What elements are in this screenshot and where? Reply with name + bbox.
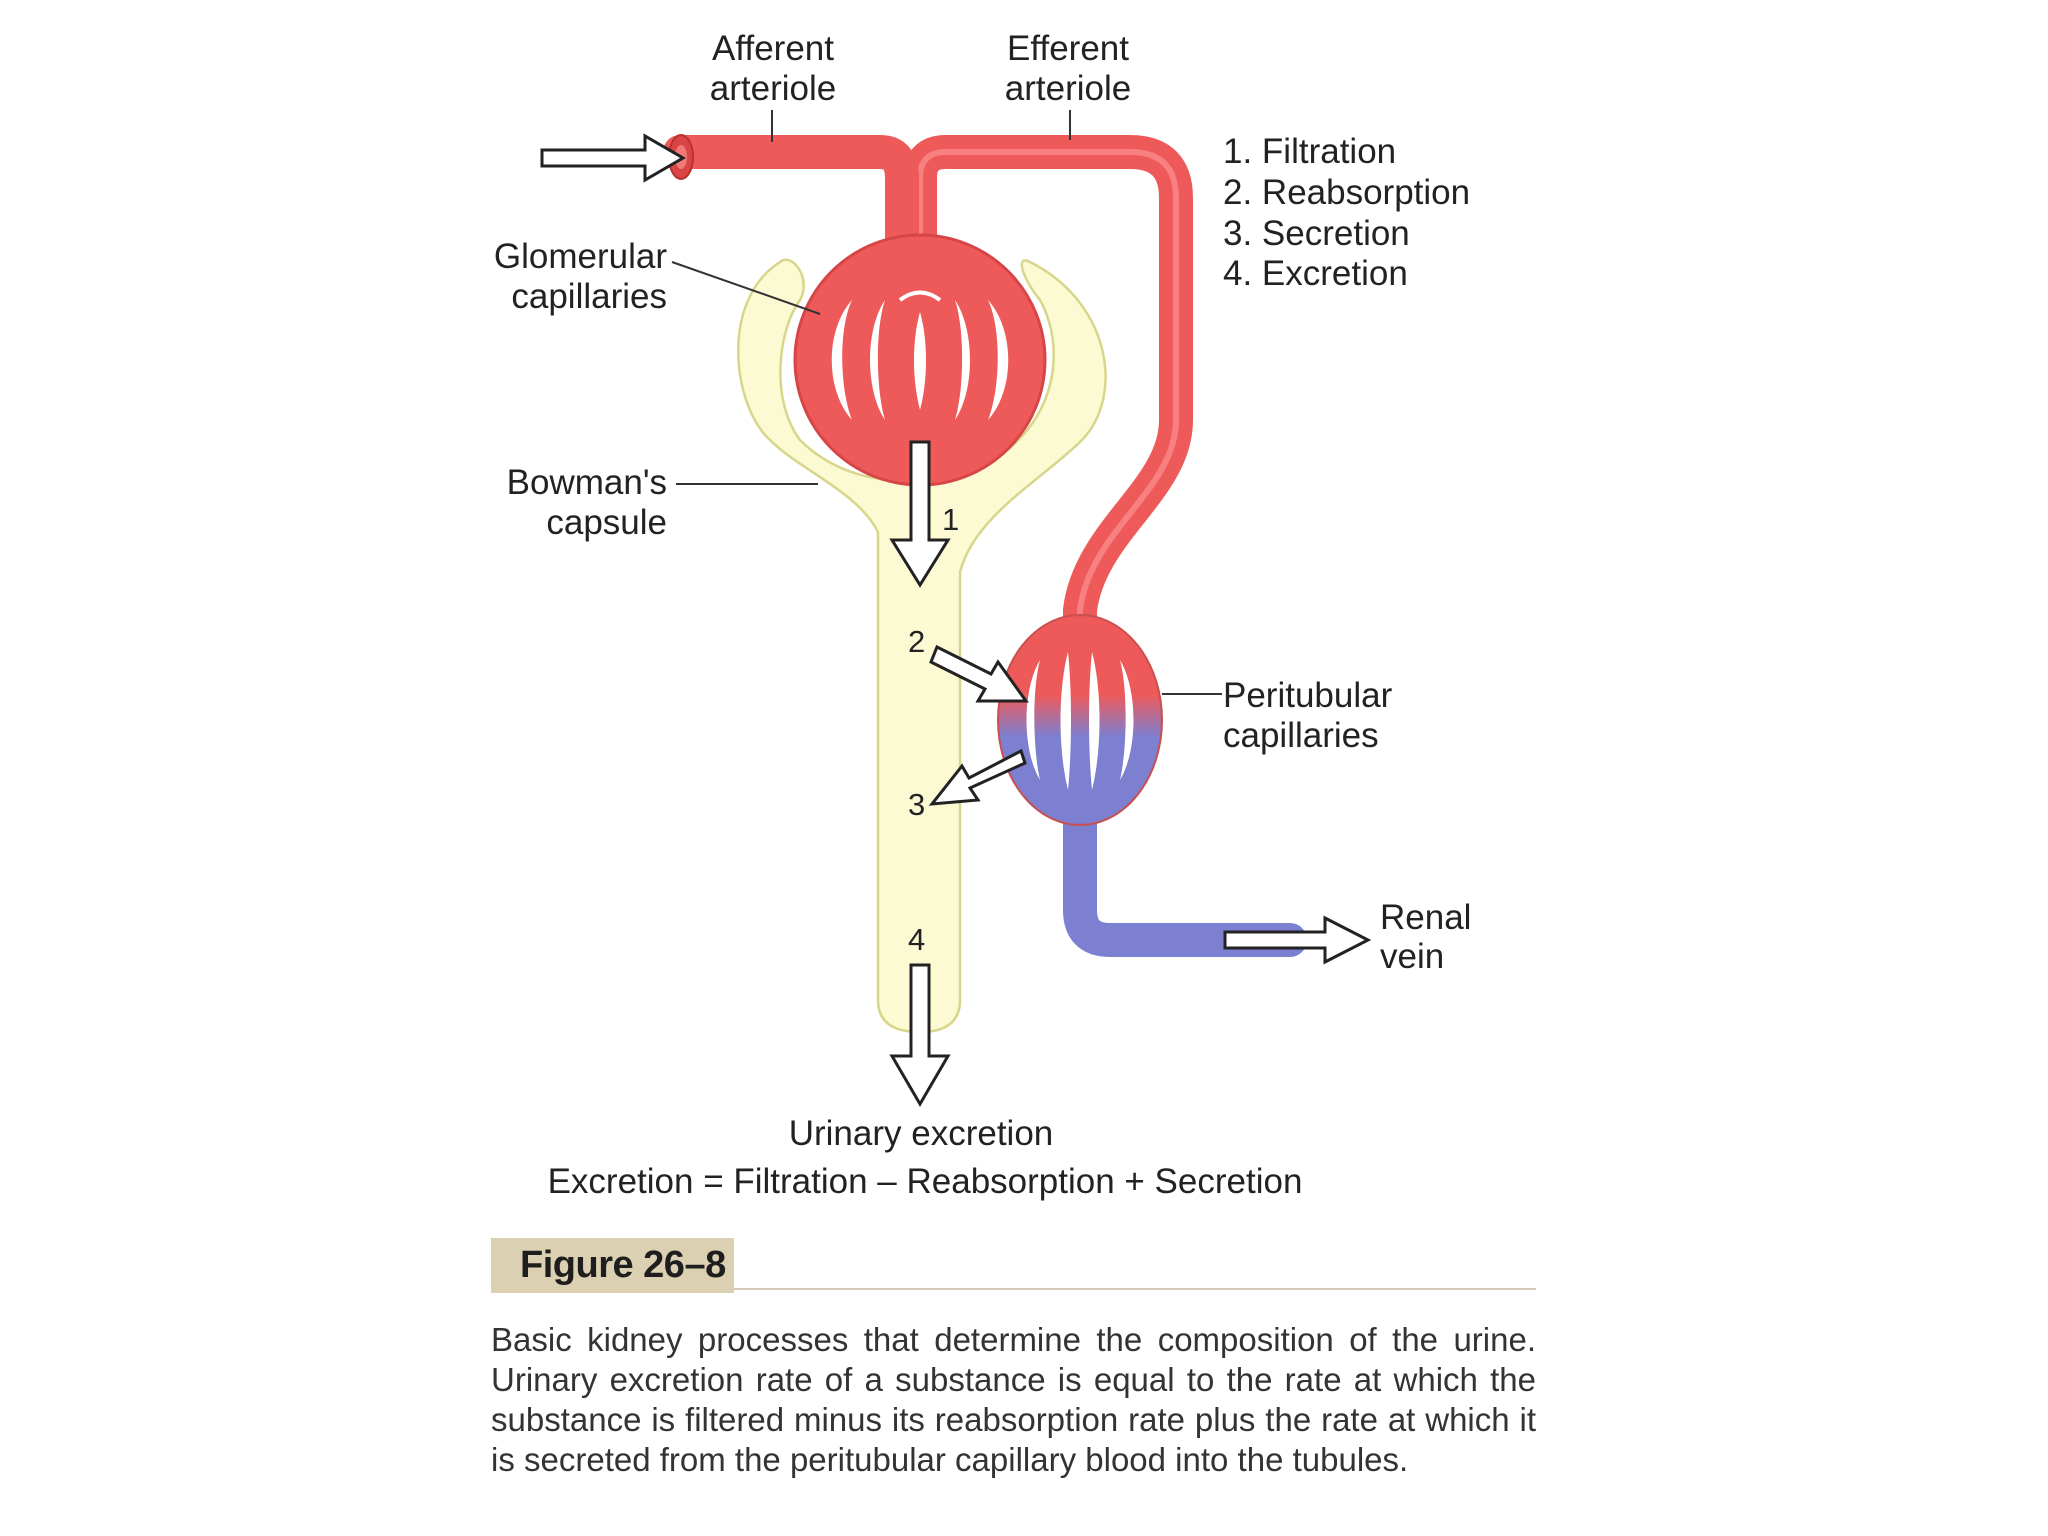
peritubular-label: Peritubular: [1223, 676, 1393, 715]
urinary-excretion-label: Urinary excretion: [789, 1114, 1054, 1153]
process-list-item: 4. Excretion: [1223, 254, 1408, 293]
excretion-equation: Excretion = Filtration – Reabsorption + …: [548, 1162, 1303, 1201]
venous-vessel: [1063, 783, 1307, 957]
renal-vein-label-line2: vein: [1380, 937, 1444, 976]
peritubular-capillaries: [997, 614, 1163, 826]
glomerular-leader: [671, 261, 821, 315]
arrow-number-filtration: 1: [942, 502, 959, 537]
efferent-label-line2: arteriole: [1005, 69, 1131, 108]
figure-divider: [734, 1288, 1536, 1290]
secretion-arrow: [928, 748, 1027, 806]
filtration-arrow: [889, 440, 951, 588]
glomerular-label: Glomerular: [494, 237, 667, 276]
figure-label-badge: [491, 1238, 734, 1293]
arrow-number-reabsorption: 2: [908, 624, 925, 659]
afferent-vessel: [663, 135, 919, 279]
peritubular-label-line2: capillaries: [1223, 716, 1379, 755]
bowman-label-line2: capsule: [546, 503, 667, 542]
bowman-label: Bowman's: [507, 463, 667, 502]
figure-caption: Basic kidney processes that determine th…: [491, 1321, 1536, 1478]
efferent-label: Efferent: [1007, 29, 1129, 68]
glomerular-label-line2: capillaries: [511, 277, 667, 316]
reabsorption-arrow: [929, 644, 1029, 703]
afferent-label-line2: arteriole: [710, 69, 836, 108]
process-list-item: 1. Filtration: [1223, 132, 1396, 171]
process-list-item: 3. Secretion: [1223, 214, 1410, 253]
blood-inflow-arrow: [540, 133, 686, 183]
arrow-number-excretion: 4: [908, 922, 925, 957]
arrow-number-secretion: 3: [908, 787, 925, 822]
renal-vein-label: Renal: [1380, 898, 1471, 937]
process-list-item: 2. Reabsorption: [1223, 173, 1470, 212]
bowmans-capsule: [737, 258, 1107, 1034]
afferent-label: Afferent: [712, 29, 834, 68]
excretion-arrow: [889, 963, 951, 1107]
renal-vein-arrow: [1223, 915, 1372, 965]
figure-label: Figure 26–8: [520, 1244, 726, 1286]
